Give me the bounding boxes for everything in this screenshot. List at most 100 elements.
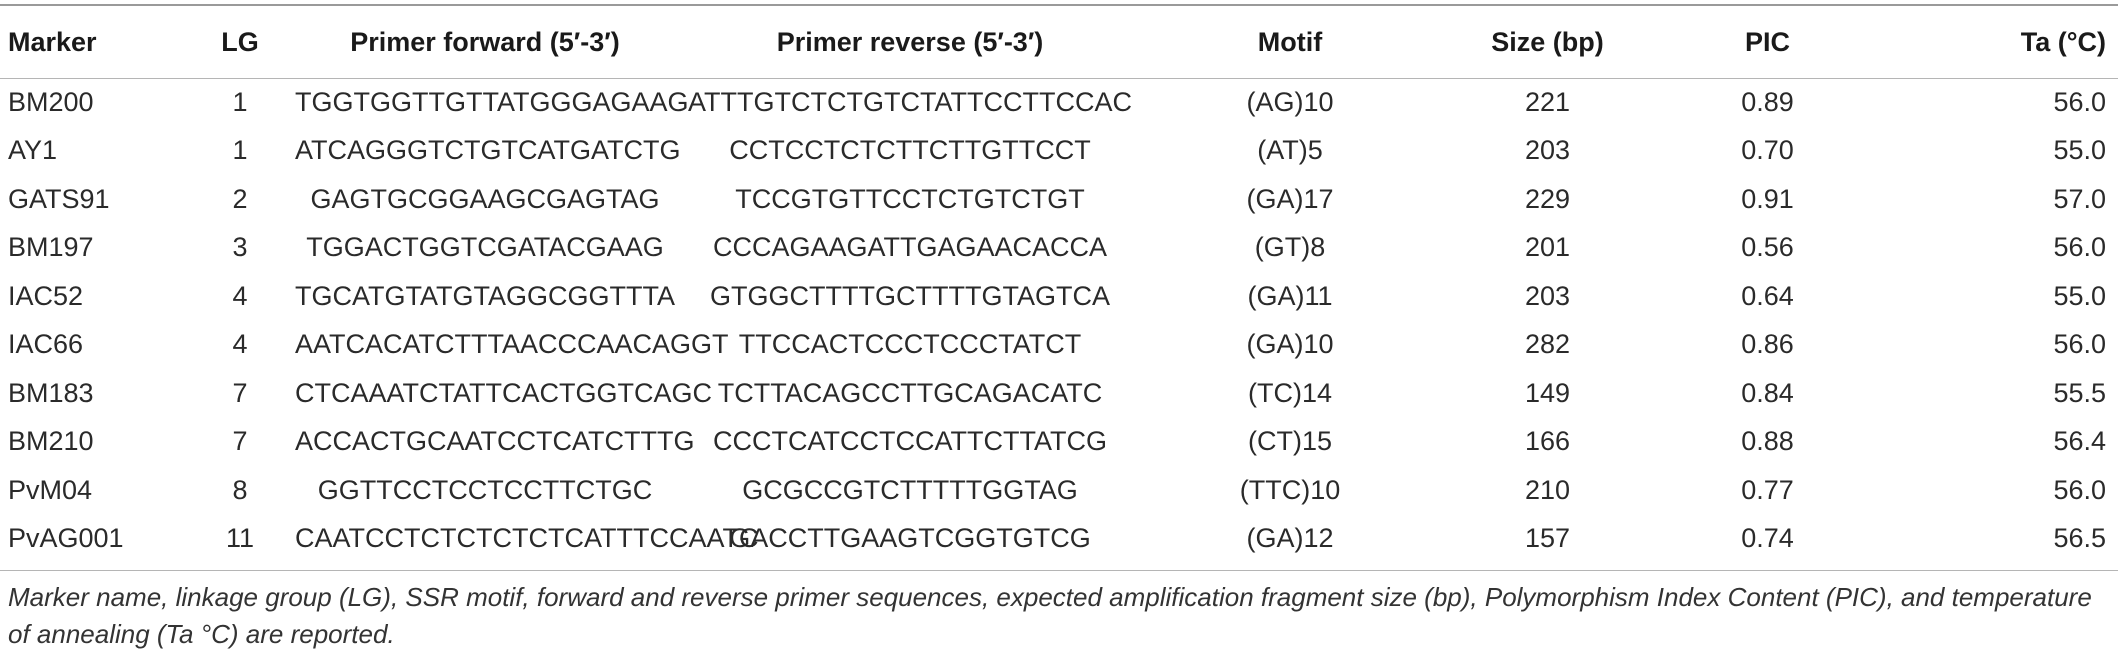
table-row: BM183 7 CTCAAATCTATTCACTGGTCAGC TCTTACAG… [0, 369, 2118, 418]
cell-primer-reverse: TTCCACTCCCTCCCTATCT [738, 329, 1082, 360]
cell-lg: 4 [232, 280, 248, 311]
cell-marker: PvAG001 [8, 523, 124, 554]
table-row: PvAG001 11 CAATCCTCTCTCTCTCATTTCCAATC GA… [0, 515, 2118, 564]
cell-lg: 1 [232, 135, 248, 166]
table-row: BM197 3 TGGACTGGTCGATACGAAG CCCAGAAGATTG… [0, 224, 2118, 273]
cell-pic: 0.74 [1741, 523, 1794, 554]
header-size: Size (bp) [1491, 26, 1604, 57]
cell-size: 157 [1524, 523, 1571, 554]
cell-primer-forward: CTCAAATCTATTCACTGGTCAGC [295, 377, 712, 408]
cell-ta: 55.5 [2053, 377, 2106, 408]
table-row: BM210 7 ACCACTGCAATCCTCATCTTTG CCCTCATCC… [0, 418, 2118, 467]
cell-primer-forward: GGTTCCTCCTCCTTCTGC [317, 474, 653, 505]
table-caption: Marker name, linkage group (LG), SSR mot… [8, 582, 2092, 649]
cell-pic: 0.86 [1741, 329, 1794, 360]
cell-size: 282 [1524, 329, 1571, 360]
header-primer-forward: Primer forward (5′-3′) [350, 26, 620, 57]
cell-motif: (GA)11 [1247, 280, 1333, 311]
cell-lg: 4 [232, 329, 248, 360]
cell-lg: 7 [232, 377, 248, 408]
cell-lg: 11 [225, 523, 255, 554]
cell-marker: BM200 [8, 86, 94, 117]
table-row: GATS91 2 GAGTGCGGAAGCGAGTAG TCCGTGTTCCTC… [0, 175, 2118, 224]
cell-primer-forward: GAGTGCGGAAGCGAGTAG [310, 183, 660, 214]
table-row: PvM04 8 GGTTCCTCCTCCTTCTGC GCGCCGTCTTTTT… [0, 466, 2118, 515]
cell-pic: 0.88 [1741, 426, 1794, 457]
cell-primer-forward: CAATCCTCTCTCTCTCATTTCCAATC [295, 523, 759, 554]
header-pic: PIC [1744, 26, 1790, 57]
cell-lg: 3 [232, 232, 248, 263]
cell-primer-forward: TGGACTGGTCGATACGAAG [306, 232, 664, 263]
cell-size: 210 [1524, 474, 1571, 505]
cell-motif: (TC)14 [1247, 377, 1332, 408]
cell-marker: AY1 [8, 135, 58, 166]
table-bottom-rule [0, 570, 2118, 571]
header-marker: Marker [8, 26, 97, 57]
cell-primer-reverse: CCTCCTCTCTTCTTGTTCCT [729, 135, 1091, 166]
cell-ta: 56.5 [2053, 523, 2106, 554]
cell-ta: 56.0 [2053, 474, 2106, 505]
cell-size: 203 [1524, 280, 1571, 311]
cell-size: 149 [1524, 377, 1571, 408]
cell-lg: 7 [232, 426, 248, 457]
header-primer-reverse: Primer reverse (5′-3′) [776, 26, 1044, 57]
header-lg: LG [221, 26, 259, 57]
cell-ta: 55.0 [2053, 280, 2106, 311]
cell-marker: IAC52 [8, 280, 84, 311]
cell-primer-reverse: CCCTCATCCTCCATTCTTATCG [713, 426, 1107, 457]
cell-primer-forward: ATCAGGGTCTGTCATGATCTG [295, 135, 681, 166]
cell-lg: 8 [232, 474, 248, 505]
table-top-rule [0, 4, 2118, 6]
cell-primer-reverse: TCTTACAGCCTTGCAGACATC [717, 377, 1103, 408]
cell-ta: 56.0 [2053, 329, 2106, 360]
cell-lg: 2 [232, 183, 248, 214]
cell-size: 201 [1524, 232, 1571, 263]
cell-primer-forward: AATCACATCTTTAACCCAACAGGT [295, 329, 729, 360]
cell-lg: 1 [232, 86, 248, 117]
cell-size: 166 [1524, 426, 1571, 457]
cell-primer-reverse: TCCGTGTTCCTCTGTCTGT [735, 183, 1085, 214]
cell-marker: IAC66 [8, 329, 84, 360]
cell-size: 203 [1524, 135, 1571, 166]
cell-motif: (GA)17 [1246, 183, 1334, 214]
header-ta: Ta (°C) [2020, 26, 2106, 57]
cell-pic: 0.64 [1741, 280, 1794, 311]
cell-ta: 57.0 [2053, 183, 2106, 214]
cell-marker: BM183 [8, 377, 94, 408]
cell-pic: 0.56 [1741, 232, 1794, 263]
cell-primer-reverse: CCCAGAAGATTGAGAACACCA [712, 232, 1108, 263]
cell-marker: PvM04 [8, 474, 93, 505]
table-header-rule [0, 78, 2118, 79]
cell-primer-reverse: ATTTGTCTCTGTCTATTCCTTCCAC [688, 86, 1132, 117]
cell-ta: 56.0 [2053, 232, 2106, 263]
cell-pic: 0.89 [1741, 86, 1794, 117]
cell-marker: BM210 [8, 426, 94, 457]
cell-primer-reverse: GCGCCGTCTTTTTGGTAG [742, 474, 1078, 505]
primer-table: Marker LG Primer forward (5′-3′) Primer … [0, 6, 2118, 563]
header-row: Marker LG Primer forward (5′-3′) Primer … [0, 6, 2118, 78]
table-row: BM200 1 TGGTGGTTGTTATGGGAGAAG ATTTGTCTCT… [0, 78, 2118, 127]
cell-primer-forward: ACCACTGCAATCCTCATCTTTG [295, 426, 695, 457]
cell-pic: 0.84 [1741, 377, 1794, 408]
cell-motif: (AG)10 [1246, 86, 1334, 117]
cell-pic: 0.91 [1741, 183, 1794, 214]
cell-marker: GATS91 [8, 183, 110, 214]
cell-primer-forward: TGCATGTATGTAGGCGGTTTA [295, 280, 675, 311]
table-row: IAC52 4 TGCATGTATGTAGGCGGTTTA GTGGCTTTTG… [0, 272, 2118, 321]
header-motif: Motif [1257, 26, 1323, 57]
cell-ta: 55.0 [2053, 135, 2106, 166]
cell-motif: (GA)10 [1246, 329, 1334, 360]
cell-motif: (CT)15 [1247, 426, 1332, 457]
cell-ta: 56.0 [2053, 86, 2106, 117]
cell-primer-reverse: GACCTTGAAGTCGGTGTCG [729, 523, 1091, 554]
cell-ta: 56.4 [2053, 426, 2106, 457]
cell-primer-forward: TGGTGGTTGTTATGGGAGAAG [295, 86, 689, 117]
cell-motif: (GA)12 [1246, 523, 1334, 554]
cell-pic: 0.70 [1741, 135, 1794, 166]
cell-motif: (TTC)10 [1239, 474, 1341, 505]
cell-motif: (GT)8 [1254, 232, 1326, 263]
cell-marker: BM197 [8, 232, 94, 263]
table-row: AY1 1 ATCAGGGTCTGTCATGATCTG CCTCCTCTCTTC… [0, 127, 2118, 176]
cell-size: 229 [1524, 183, 1571, 214]
